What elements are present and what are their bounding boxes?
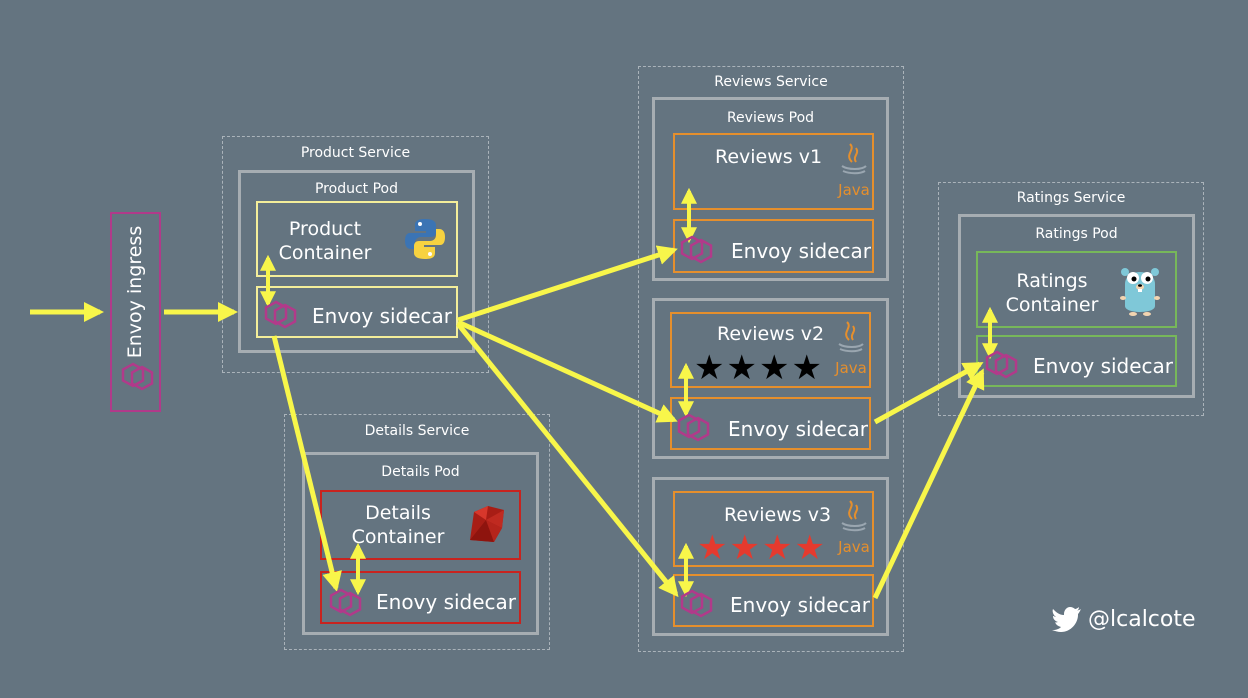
product-sidecar-box: Envoy sidecar [256,286,458,338]
ruby-logo-icon [470,506,504,542]
reviews-v3-title: Reviews v3 [724,504,832,526]
product-pod-label: Product Pod [314,181,398,197]
ratings-pod-label: Ratings Pod [1035,226,1118,242]
ratings-service-box: Ratings Service [938,182,1204,416]
reviews-service-label: Reviews Service [714,74,828,90]
java-logo-text: Java [837,181,870,199]
ratings-sidecar-label: Envoy sidecar [1033,354,1174,378]
product-sidecar-label: Envoy sidecar [312,304,453,328]
product-container-title-line2: Container [278,242,372,264]
reviews-v1-pod-box: Reviews Pod [652,97,889,281]
twitter-bird-icon [1052,607,1081,632]
ratings-sidecar-box: Envoy sidecar [976,335,1177,387]
ratings-container-title-line1: Ratings [1016,270,1088,292]
details-sidecar-box: Enovy sidecar [320,571,521,624]
ratings-service-label: Ratings Service [1016,190,1126,206]
envoy-ingress-box [110,212,161,412]
twitter-handle-text: @lcalcote [1088,606,1196,632]
java-logo-text: Java [834,359,867,377]
details-container-title-line1: Details [365,502,431,524]
reviews-v2-sidecar-label: Envoy sidecar [728,417,869,441]
java-logo-icon: Java [837,143,870,199]
envoy-ingress-label: Envoy ingress [124,225,146,359]
reviews-v3-sidecar-box: Envoy sidecar [673,574,874,627]
reviews-v1-sidecar-box: Envoy sidecar [673,219,874,273]
java-logo-text: Java [837,538,870,556]
product-container-title-line1: Product [288,218,362,240]
details-pod-label: Details Pod [381,464,460,480]
reviews-v2-title: Reviews v2 [717,323,825,345]
reviews-v1-sidecar-label: Envoy sidecar [731,239,872,263]
product-service-label: Product Service [300,145,411,161]
product-container-box: Product Container [256,201,458,277]
details-container-title-line2: Container [351,526,445,548]
details-service-label: Details Service [364,423,470,439]
python-logo-icon [405,219,445,259]
ratings-pod-box: Ratings Pod [958,214,1195,398]
twitter-handle: @lcalcote [1052,606,1196,632]
java-logo-icon: Java [834,321,867,377]
ratings-container-title-line2: Container [1005,294,1099,316]
ratings-container-box: Ratings Container [976,251,1177,328]
reviews-v3-stars: ★★★★ [697,528,827,568]
reviews-v1-title: Reviews v1 [715,146,823,168]
reviews-v2-container-box: Reviews v2 ★★★★ [670,312,871,388]
reviews-v2-stars: ★★★★ [694,348,824,388]
reviews-v1-container-box: Reviews v1 [673,133,874,210]
reviews-v3-sidecar-label: Envoy sidecar [730,593,871,617]
go-gopher-icon [1120,268,1160,316]
java-logo-icon: Java [837,500,870,556]
reviews-pod-label: Reviews Pod [726,110,815,126]
reviews-v2-sidecar-box: Envoy sidecar [670,397,871,450]
details-container-box: Details Container [320,490,521,560]
details-sidecar-label: Enovy sidecar [376,590,517,614]
